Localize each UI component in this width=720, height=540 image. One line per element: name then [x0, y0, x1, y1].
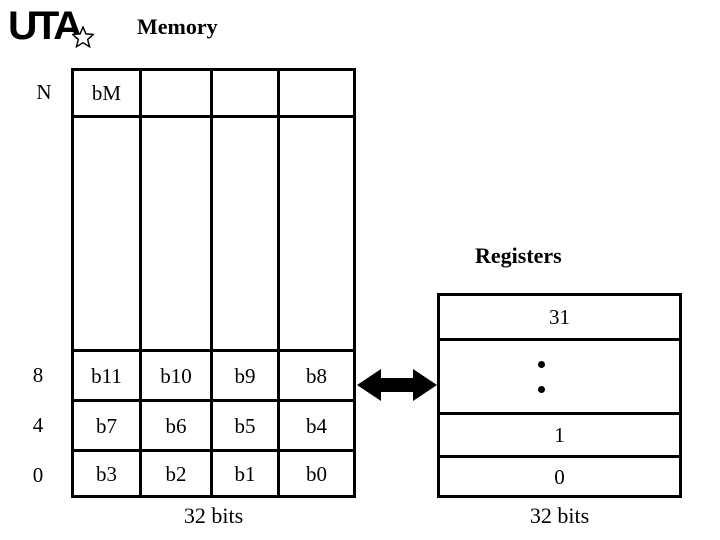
register-cell-1[interactable]: 1 — [554, 423, 565, 447]
bidirectional-transfer-arrow — [357, 369, 437, 401]
memory-row-label-n: N — [36, 80, 52, 104]
memory-cell-r0c2[interactable] — [213, 71, 277, 115]
uta-logo-text: UTA — [8, 4, 83, 48]
memory-cell-b0[interactable]: b0 — [306, 461, 327, 486]
memory-cell-r1c0[interactable] — [74, 118, 139, 349]
memory-cell-r0c3[interactable] — [280, 71, 353, 115]
ellipsis-dot-1 — [537, 360, 545, 368]
memory-cell-r1c2[interactable] — [213, 118, 277, 349]
memory-vline-2 — [210, 71, 213, 495]
memory-hline-2 — [74, 349, 353, 352]
memory-cell-bM[interactable]: bM — [91, 81, 122, 105]
registers-title: Registers — [475, 243, 562, 268]
memory-caption: 32 bits — [183, 503, 244, 528]
memory-title: Memory — [137, 14, 218, 39]
memory-hline-1 — [74, 115, 353, 118]
registers-table: 31 1 0 — [437, 293, 682, 498]
memory-hline-3 — [74, 399, 353, 402]
registers-hline-2 — [440, 412, 679, 415]
register-cell-31[interactable]: 31 — [549, 305, 570, 329]
memory-cell-r0c1[interactable] — [142, 71, 210, 115]
memory-vline-1 — [139, 71, 142, 495]
registers-caption: 32 bits — [529, 503, 590, 528]
registers-hline-1 — [440, 338, 679, 341]
register-cell-0[interactable]: 0 — [554, 464, 565, 489]
registers-hline-3 — [440, 455, 679, 458]
memory-row-label-0: 0 — [32, 463, 44, 487]
memory-cell-b6[interactable]: b6 — [165, 413, 187, 438]
memory-cell-b9[interactable]: b9 — [234, 363, 256, 388]
memory-cell-r1c3[interactable] — [280, 118, 353, 349]
memory-cell-b11[interactable]: b11 — [91, 363, 122, 388]
memory-cell-r1c1[interactable] — [142, 118, 210, 349]
register-cell-ellipsis[interactable] — [440, 341, 679, 412]
memory-cell-b1[interactable]: b1 — [234, 461, 256, 486]
memory-cell-b5[interactable]: b5 — [234, 413, 256, 438]
memory-hline-4 — [74, 449, 353, 452]
memory-cell-b2[interactable]: b2 — [165, 461, 187, 486]
memory-cell-b10[interactable]: b10 — [160, 363, 192, 388]
memory-vline-3 — [277, 71, 280, 495]
uta-logo: UTA — [8, 6, 108, 50]
memory-cell-b4[interactable]: b4 — [306, 413, 327, 438]
memory-table: bM b11 b10 b9 b8 b7 b6 b5 b4 b3 b2 b1 b0 — [71, 68, 356, 498]
memory-cell-b7[interactable]: b7 — [96, 413, 117, 438]
memory-cell-b3[interactable]: b3 — [96, 461, 117, 486]
memory-row-label-8: 8 — [32, 363, 44, 387]
memory-row-label-4: 4 — [32, 413, 44, 437]
memory-cell-b8[interactable]: b8 — [306, 363, 327, 388]
star-icon — [72, 26, 94, 48]
ellipsis-dot-2 — [537, 385, 545, 393]
